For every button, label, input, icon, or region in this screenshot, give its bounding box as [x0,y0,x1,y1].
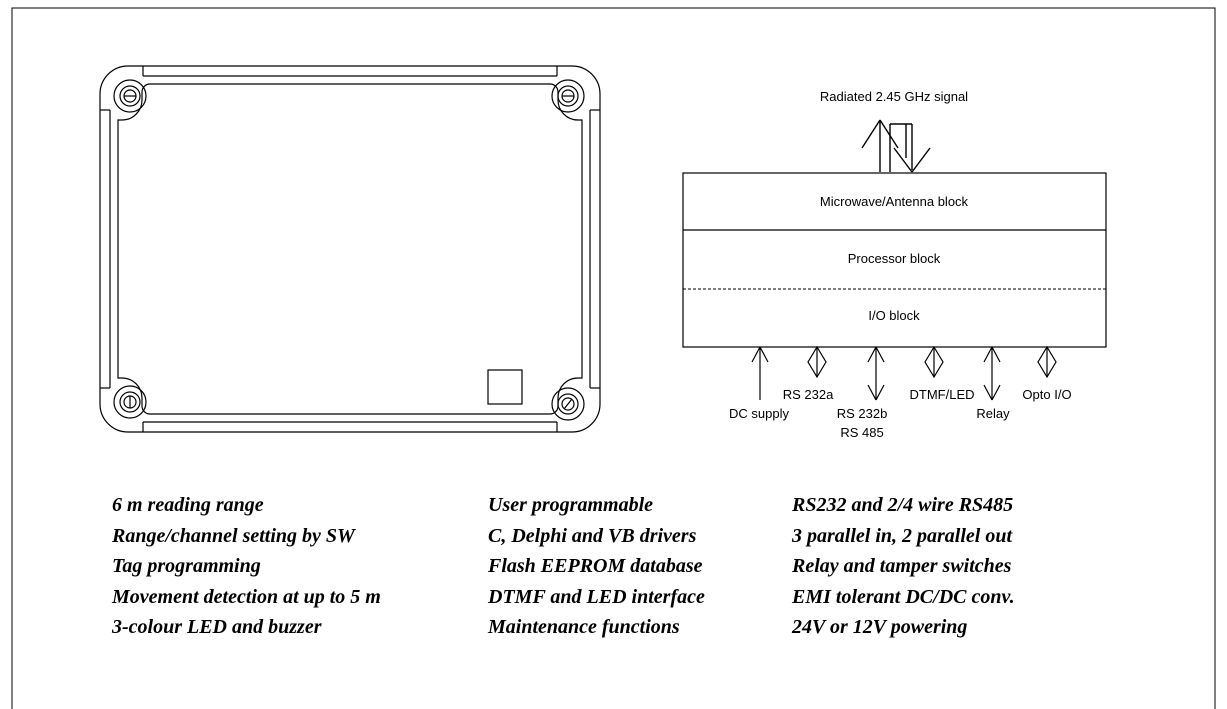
feature-item: 3 parallel in, 2 parallel out [792,524,1013,547]
microwave-antenna-block: Microwave/Antenna block [820,194,969,209]
dtmf-led-diamond-arrow [924,345,944,379]
feature-list: 6 m reading range Range/channel setting … [112,490,1192,670]
opto-io-diamond-arrow [1037,345,1057,379]
feature-item: Flash EEPROM database [488,555,703,577]
feature-column-2: User programmable C, Delphi and VB drive… [488,490,705,643]
feature-item: EMI tolerant DC/DC conv. [792,585,1015,608]
dc-supply-arrow [751,346,769,400]
feature-item: C, Delphi and VB drivers [488,524,697,547]
block-stack [682,172,1107,348]
feature-column-3: RS232 and 2/4 wire RS485 3 parallel in, … [792,490,1015,643]
enclosure-window [487,369,523,405]
feature-column-1: 6 m reading range Range/channel setting … [112,490,381,643]
feature-item: Tag programming [112,555,261,577]
rs232b-double-arrow [867,346,885,401]
relay-label: Relay [976,406,1010,421]
feature-item: 3-colour LED and buzzer [112,616,322,638]
rs232a-label: RS 232a [783,387,834,402]
dc-supply-label: DC supply [729,406,789,421]
feature-item: 24V or 12V powering [792,616,968,638]
screw-bottom-left-icon [113,385,147,419]
antenna-signal-arrows [861,119,931,173]
dtmf-led-label: DTMF/LED [910,387,975,402]
relay-double-arrow [983,346,1001,401]
io-block: I/O block [868,308,920,323]
feature-item: Movement detection at up to 5 m [112,585,381,608]
figure-border [11,7,1216,709]
signal-label: Radiated 2.45 GHz signal [820,89,968,104]
feature-item: Range/channel setting by SW [112,524,355,547]
opto-io-label: Opto I/O [1022,387,1071,402]
rs485-label: RS 485 [840,425,883,440]
feature-item: 6 m reading range [112,494,264,516]
feature-item: Maintenance functions [488,616,680,638]
rs232a-diamond-arrow [807,345,827,379]
screw-top-right-icon [551,79,585,113]
reader-enclosure-drawing [99,65,601,433]
feature-item: DTMF and LED interface [488,585,705,608]
screw-top-left-icon [113,79,147,113]
processor-block: Processor block [848,251,941,266]
feature-item: User programmable [488,494,653,516]
rs232b-label: RS 232b [837,406,888,421]
screw-bottom-right-icon [551,387,585,421]
feature-item: Relay and tamper switches [792,555,1012,577]
feature-item: RS232 and 2/4 wire RS485 [792,494,1014,516]
